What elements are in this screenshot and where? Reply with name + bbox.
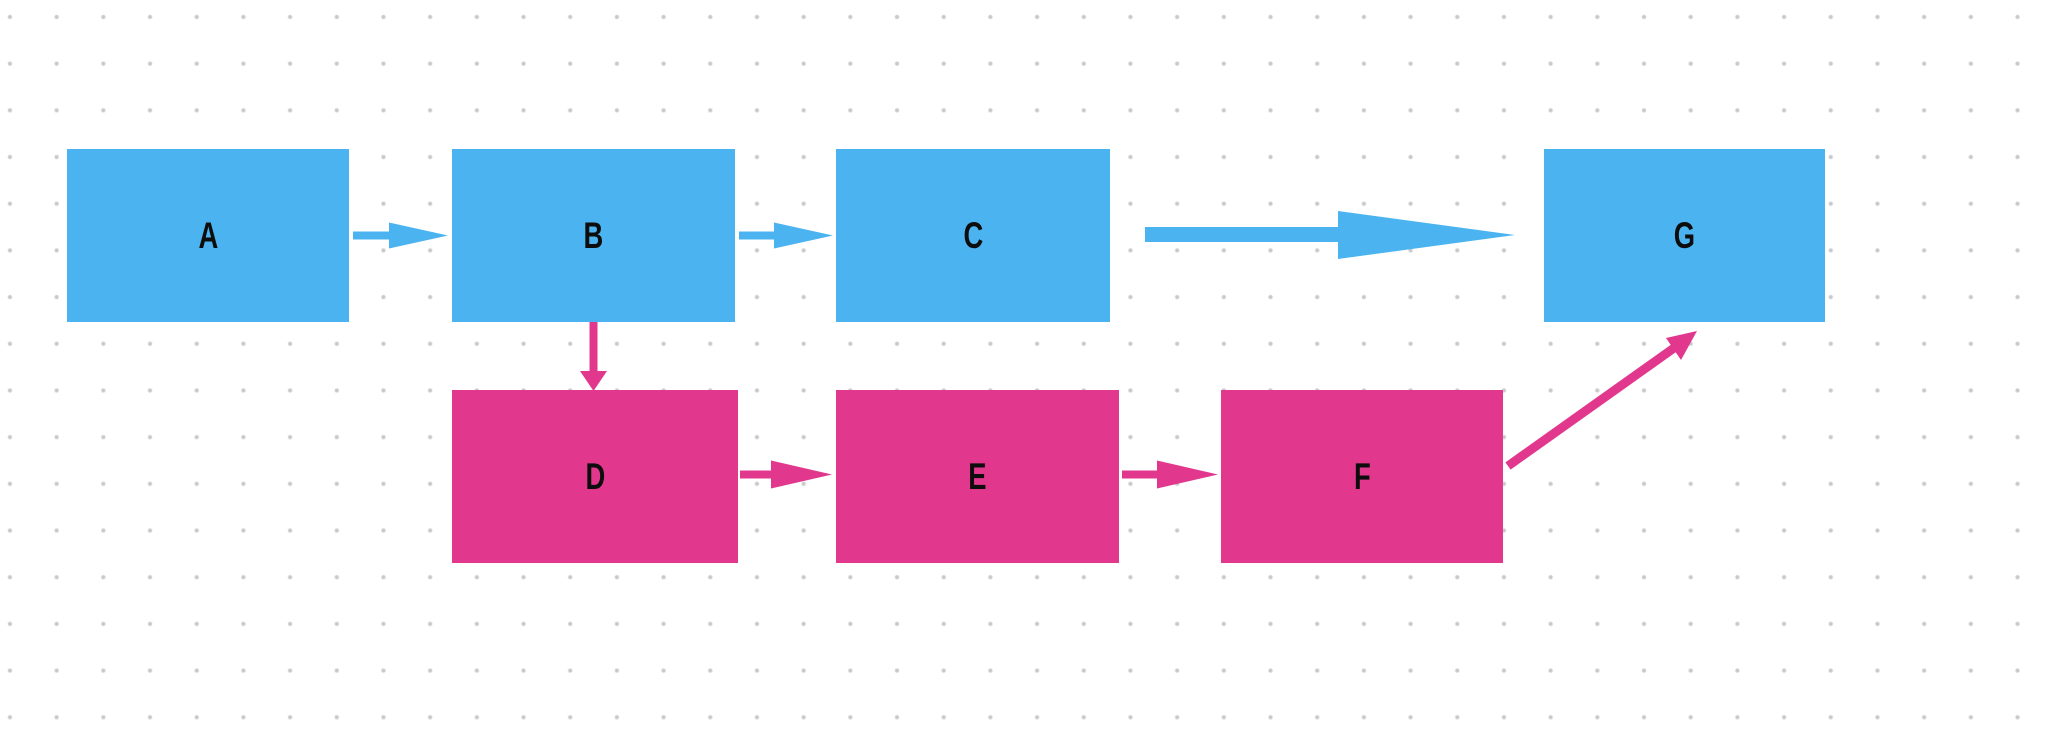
edge-b-d[interactable]	[580, 322, 607, 391]
node-b-label: B	[583, 215, 604, 256]
edge-f-g-arrowhead-icon	[1666, 331, 1697, 360]
edge-c-g[interactable]	[1145, 211, 1515, 259]
edge-d-e[interactable]	[740, 460, 832, 489]
node-f-label: F	[1353, 456, 1371, 497]
edge-e-f[interactable]	[1122, 460, 1218, 489]
edge-c-g-arrowhead-icon	[1338, 211, 1515, 259]
node-c-label: C	[963, 215, 983, 256]
edge-d-e-shaft	[740, 470, 773, 479]
node-d-label: D	[585, 456, 605, 497]
node-e-label: E	[968, 456, 987, 497]
node-c[interactable]: C	[836, 149, 1110, 322]
edge-b-d-shaft	[589, 322, 598, 372]
edge-b-d-arrowhead-icon	[580, 371, 607, 391]
edge-b-c-arrowhead-icon	[774, 222, 833, 249]
node-g[interactable]: G	[1544, 149, 1825, 322]
edge-c-g-shaft	[1145, 227, 1341, 242]
node-e[interactable]: E	[836, 390, 1119, 563]
node-a-label: A	[198, 215, 218, 256]
node-g-label: G	[1673, 215, 1696, 256]
edge-b-c[interactable]	[739, 222, 833, 249]
edge-a-b-arrowhead-icon	[389, 222, 448, 249]
node-d[interactable]: D	[452, 390, 738, 563]
edge-d-e-arrowhead-icon	[771, 460, 832, 489]
edge-a-b-shaft	[353, 231, 391, 240]
edge-e-f-arrowhead-icon	[1157, 460, 1218, 489]
edge-f-g-shaft	[1505, 344, 1677, 470]
node-b[interactable]: B	[452, 149, 735, 322]
edge-a-b[interactable]	[353, 222, 448, 249]
edge-f-g[interactable]	[1505, 331, 1697, 470]
edge-e-f-shaft	[1122, 470, 1159, 479]
node-f[interactable]: F	[1221, 390, 1503, 563]
node-a[interactable]: A	[67, 149, 349, 322]
edge-b-c-shaft	[739, 231, 776, 240]
